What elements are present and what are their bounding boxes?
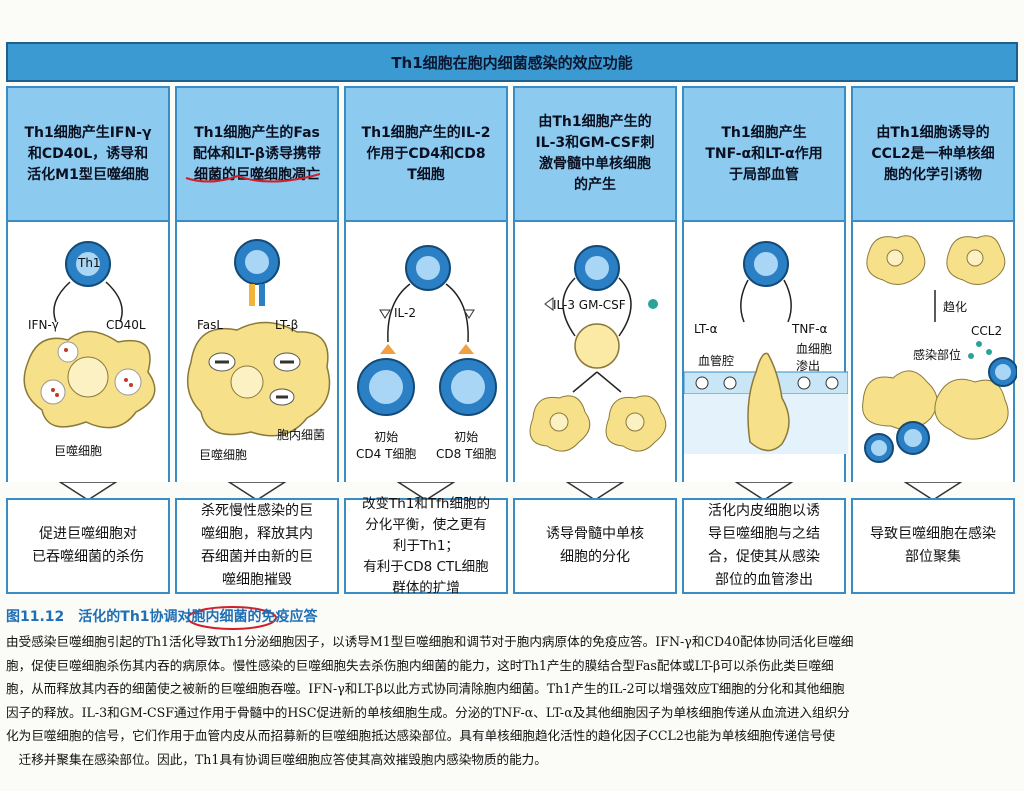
arrow-right xyxy=(105,281,123,323)
label-chemotaxis: 趋化 xyxy=(943,300,968,314)
panel-illustration: 趋化 CCL2 感染部位 xyxy=(851,222,1017,482)
panel-outcome: 改变Th1和Tfh细胞的 分化平衡，使之更有 利于Th1； 有利于CD8 CTL… xyxy=(344,496,508,596)
label-th1: Th1 xyxy=(78,256,101,270)
down-arrow xyxy=(396,482,456,500)
arrow-left xyxy=(53,281,71,323)
panel-illustration: IL-2 初始 CD4 T细胞 初始 CD8 T细胞 xyxy=(344,222,508,482)
label-fasl: FasL xyxy=(197,318,224,332)
panel-illustration: Th1 IFN-γ CD40L 巨噬细胞 xyxy=(6,222,170,482)
label-intracellular-bacteria: 胞内细菌 xyxy=(277,428,326,442)
panel-il3-gmcsf: 由Th1细胞产生的 IL-3和GM-CSF刺 激骨髓中单核细胞 的产生 IL-3… xyxy=(513,86,677,596)
panel-ifn-cd40l: Th1细胞产生IFN-γ 和CD40L，诱导和 活化M1型巨噬细胞 Th1 IF… xyxy=(6,86,170,596)
label-infection-site: 感染部位 xyxy=(913,348,962,362)
panel-illustration: IL-3 GM-CSF xyxy=(513,222,677,482)
label-vessel-lumen: 血管腔 xyxy=(698,354,735,368)
panel-header: Th1细胞产生IFN-γ 和CD40L，诱导和 活化M1型巨噬细胞 xyxy=(6,86,170,222)
label-macrophage: 巨噬细胞 xyxy=(54,444,103,458)
label-lt-beta: LT-β xyxy=(275,318,299,332)
description-line: 胞，从而释放其内吞的细菌使之被新的巨噬细胞吞噬。IFN-γ和LT-β以此方式协同… xyxy=(6,681,845,697)
down-arrow xyxy=(734,482,794,500)
panel-illustration: FasL LT-β 巨噬细胞 胞内细菌 xyxy=(175,222,339,482)
panel-outcome: 促进巨噬细胞对 已吞噬细菌的杀伤 xyxy=(6,498,170,594)
description-line: 迁移并聚集在感染部位。因此，Th1具有协调巨噬细胞应答使其高效摧毁胞内感染物质的… xyxy=(6,751,547,767)
description-line: 胞，促使巨噬细胞杀伤其内吞的病原体。慢性感染的巨噬细胞失去杀伤胞内细菌的能力，这… xyxy=(6,657,834,673)
panel-outcome: 杀死慢性感染的巨 噬细胞，释放其内 吞细菌并由新的巨 噬细胞摧毁 xyxy=(175,498,339,594)
panel-outcome: 活化内皮细胞以诱 导巨噬细胞与之结 合，促使其从感染 部位的血管渗出 xyxy=(682,498,846,594)
description-line: 化为巨噬细胞的信号，它们作用于血管内皮从而招募新的巨噬细胞抵达感染部位。具有单核… xyxy=(6,728,836,744)
down-arrow xyxy=(903,482,963,500)
figure-frame: Th1细胞在胞内细菌感染的效应功能 Th1细胞产生IFN-γ 和CD40L，诱导… xyxy=(6,38,1018,596)
figure-description: 由受感染巨噬细胞引起的Th1活化导致Th1分泌细胞因子，以诱导M1型巨噬细胞和调… xyxy=(6,630,1018,772)
label-ccl2: CCL2 xyxy=(971,324,1003,338)
figure-caption: 图11.12 活化的Th1协调对胞内细菌的免疫应答 xyxy=(6,609,318,625)
label-il2: IL-2 xyxy=(394,306,416,320)
label-il3-gmcsf: IL-3 GM-CSF xyxy=(553,298,626,312)
description-line: 由受感染巨噬细胞引起的Th1活化导致Th1分泌细胞因子，以诱导M1型巨噬细胞和调… xyxy=(6,634,854,649)
description-line: 因子的释放。IL-3和GM-CSF通过作用于骨髓中的HSC促进新的单核细胞生成。… xyxy=(6,704,850,720)
label-ifn-gamma: IFN-γ xyxy=(28,318,59,332)
panel-header: Th1细胞产生 TNF-α和LT-α作用 于局部血管 xyxy=(682,86,846,222)
down-arrow xyxy=(58,482,118,500)
panel-fasl-lt-beta: Th1细胞产生的Fas 配体和LT-β诱导携带 细菌的巨噬细胞凋亡 FasL L… xyxy=(175,86,339,596)
panel-il2: Th1细胞产生的IL-2 作用于CD4和CD8 T细胞 IL-2 初始 CD4 … xyxy=(344,86,508,596)
panel-header: Th1细胞产生的IL-2 作用于CD4和CD8 T细胞 xyxy=(344,86,508,222)
panel-outcome: 导致巨噬细胞在感染 部位聚集 xyxy=(851,498,1015,594)
panel-header: Th1细胞产生的Fas 配体和LT-β诱导携带 细菌的巨噬细胞凋亡 xyxy=(175,86,339,222)
down-arrow xyxy=(565,482,625,500)
phagosome xyxy=(114,368,142,396)
extravasating-monocyte xyxy=(747,352,790,452)
panel-ccl2: 由Th1细胞诱导的 CCL2是一种单核细 胞的化学引诱物 趋化 CCL2 xyxy=(851,86,1017,596)
label-naive-cd4: 初始 CD4 T细胞 xyxy=(356,430,417,461)
monocyte xyxy=(574,323,620,369)
panel-illustration: LT-α TNF-α 血管腔 血细胞 渗出 xyxy=(682,222,848,482)
lt-beta-receptor xyxy=(259,284,265,306)
label-cd40l: CD40L xyxy=(106,318,146,332)
label-tnf-alpha: TNF-α xyxy=(792,322,828,336)
phagosome xyxy=(57,341,79,363)
panel-header: 由Th1细胞诱导的 CCL2是一种单核细 胞的化学引诱物 xyxy=(851,86,1015,222)
th1-nucleus xyxy=(76,252,100,276)
infected-macrophage xyxy=(934,378,1009,440)
panel-tnf-lt-alpha: Th1细胞产生 TNF-α和LT-α作用 于局部血管 LT-α TNF-α 血管… xyxy=(682,86,848,596)
label-macrophage: 巨噬细胞 xyxy=(199,448,248,462)
down-arrow xyxy=(227,482,287,500)
fasl-receptor xyxy=(249,284,255,306)
label-lt-alpha: LT-α xyxy=(694,322,718,336)
panel-header: 由Th1细胞产生的 IL-3和GM-CSF刺 激骨髓中单核细胞 的产生 xyxy=(513,86,677,222)
macrophage-nucleus xyxy=(67,356,109,398)
figure-banner: Th1细胞在胞内细菌感染的效应功能 xyxy=(6,42,1018,82)
label-extravasation: 血细胞 渗出 xyxy=(796,342,833,373)
panel-outcome: 诱导骨髓中单核 细胞的分化 xyxy=(513,498,677,594)
infected-macrophage xyxy=(862,370,938,431)
label-naive-cd8: 初始 CD8 T细胞 xyxy=(436,430,497,461)
